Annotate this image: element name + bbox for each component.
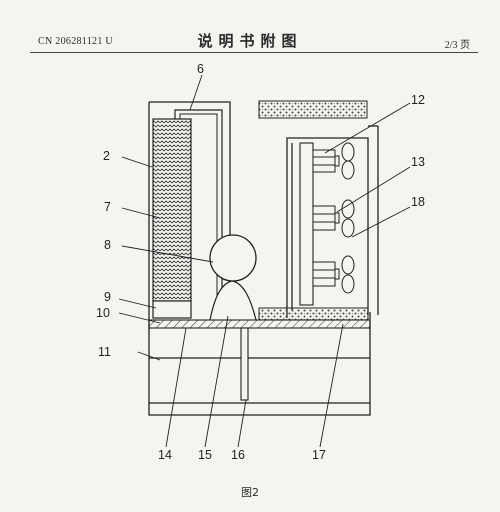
callout-labels: 6 2 7 8 9 10 11 12 13 18 14 15 16 17 (96, 62, 425, 462)
bottom-insulation-block (258, 307, 369, 321)
patent-number: CN 206281121 U (38, 36, 113, 47)
callout-6: 6 (197, 62, 204, 76)
wet-pad (152, 118, 192, 302)
callout-13: 13 (411, 155, 425, 169)
partition-plate (148, 319, 371, 329)
callout-18: 18 (411, 195, 425, 209)
fan-units (312, 142, 355, 294)
callout-9: 9 (104, 290, 111, 304)
callout-7: 7 (104, 200, 111, 214)
callout-17: 17 (312, 448, 326, 462)
figure-caption: 图2 (241, 486, 259, 499)
callout-12: 12 (411, 93, 425, 107)
water-pipe (174, 109, 223, 318)
callout-15: 15 (198, 448, 212, 462)
air-duct (209, 280, 257, 321)
section-title: 说明书附图 (197, 32, 303, 50)
callout-11: 11 (98, 345, 111, 359)
drain-pipe (240, 327, 249, 401)
callout-16: 16 (231, 448, 245, 462)
page-indicator: 2/3 页 (444, 40, 470, 51)
water-trough (152, 300, 192, 319)
callout-10: 10 (96, 306, 110, 320)
callout-14: 14 (158, 448, 172, 462)
top-insulation-block (258, 100, 368, 119)
callout-8: 8 (104, 238, 111, 252)
leader-lines (118, 74, 411, 448)
header-rule (30, 52, 478, 53)
callout-2: 2 (103, 149, 110, 163)
heat-sink-plate (299, 142, 314, 306)
centrifugal-fan (209, 234, 257, 282)
